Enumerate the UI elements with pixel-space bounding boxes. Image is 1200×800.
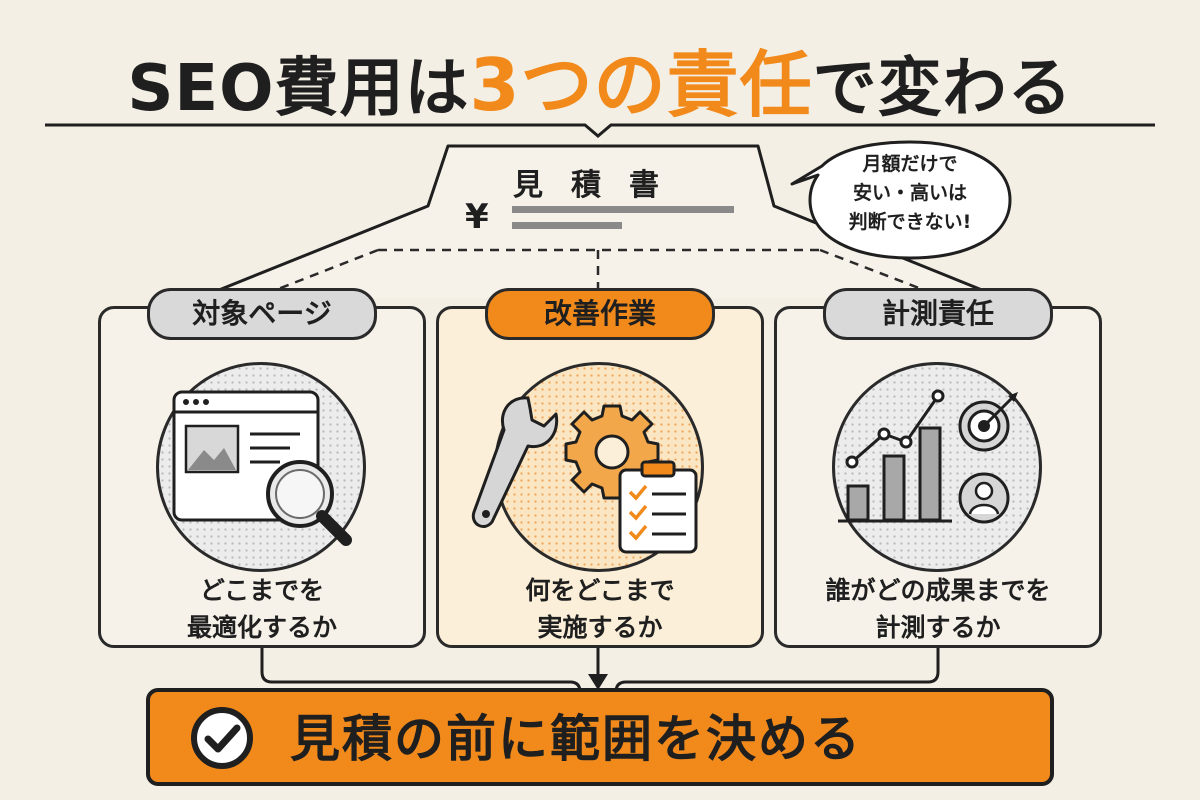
icon-circle-mid: [494, 362, 704, 572]
desc-line: 計測するか: [875, 613, 1001, 642]
yen-symbol: ¥: [465, 197, 489, 237]
estimate-label: 見積書: [513, 168, 687, 203]
title-suffix: で変わる: [812, 52, 1073, 126]
cta-banner: [146, 688, 1054, 786]
icon-circle-right: [832, 362, 1042, 572]
desc-line: 実施するか: [537, 613, 663, 642]
desc-improvement-work: 何をどこまで 実施するか: [436, 572, 764, 646]
desc-line: どこまでを: [199, 576, 325, 605]
page-title: SEO費用は3つの責任で変わる: [0, 26, 1200, 131]
icon-circle-left: [156, 362, 366, 572]
bubble-line: 月額だけで: [862, 153, 958, 175]
tag-measurement: 計測責任: [823, 288, 1053, 340]
desc-line: 何をどこまで: [525, 576, 675, 605]
desc-target-pages: どこまでを 最適化するか: [98, 572, 426, 646]
desc-line: 最適化するか: [186, 613, 337, 642]
title-prefix: SEO費用は: [127, 52, 470, 126]
title-accent: 3つの責任: [469, 43, 813, 127]
speech-bubble-shape: [790, 140, 1012, 260]
speech-bubble-text: 月額だけで 安い・高いは 判断できない!: [812, 150, 1008, 237]
cta-text: 見積の前に範囲を決める: [290, 710, 862, 768]
tag-target-pages: 対象ページ: [147, 288, 377, 340]
check-circle-icon: [191, 707, 253, 769]
bubble-line: 安い・高いは: [852, 182, 967, 204]
bubble-line: 判断できない!: [848, 211, 972, 233]
tag-improvement-work: 改善作業: [485, 288, 715, 340]
desc-measurement: 誰がどの成果までを 計測するか: [774, 572, 1102, 646]
desc-line: 誰がどの成果までを: [825, 576, 1051, 605]
